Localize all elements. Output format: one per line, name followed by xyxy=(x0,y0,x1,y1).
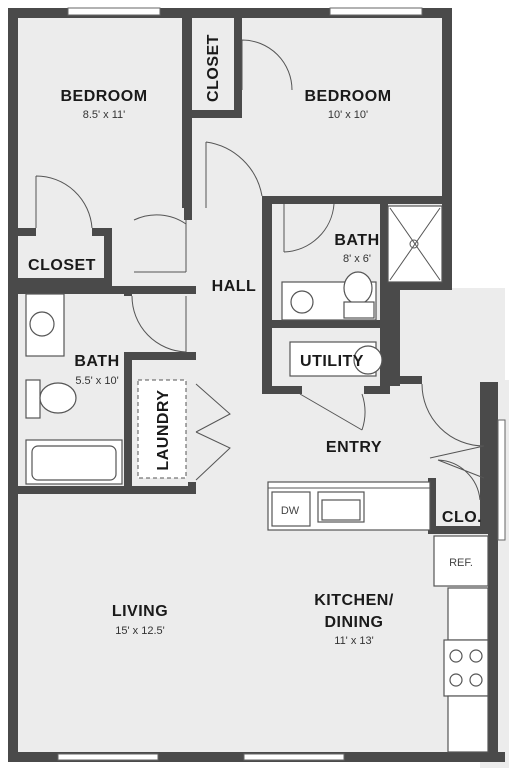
wall-bed1-bottom-left xyxy=(18,228,36,236)
wall-bath2-top xyxy=(18,286,196,294)
bedroom2-label: BEDROOM xyxy=(304,88,391,105)
wall-utility-right xyxy=(380,286,390,394)
wall-utility-bottom-right xyxy=(364,386,390,394)
kitchen-dims: 11' x 13' xyxy=(334,635,373,647)
wall-bath2-right-upper xyxy=(124,286,132,296)
wall-bath2-right xyxy=(124,352,132,492)
clo-label: CLO. xyxy=(442,509,482,526)
wall-bed2-bottom xyxy=(262,196,450,204)
laundry-label: LAUNDRY xyxy=(155,389,172,470)
bath1-label: BATH xyxy=(334,232,379,249)
window-bottom-1 xyxy=(57,753,159,761)
bedroom1-dims: 8.5' x 11' xyxy=(83,109,126,121)
bath1-toilet-bowl xyxy=(343,271,373,305)
bedroom2-dims: 10' x 10' xyxy=(328,109,368,121)
bath2-dims: 5.5' x 10' xyxy=(75,375,118,387)
wall-clo-top xyxy=(428,478,436,534)
wall-laundry-top xyxy=(124,352,196,360)
wall-entry-corner xyxy=(390,376,422,384)
door-bath2 xyxy=(131,295,187,353)
bedroom1-label: BEDROOM xyxy=(60,88,147,105)
wall-bath1-bottom-right xyxy=(388,282,452,290)
wall-closet-vertical-bottom xyxy=(182,110,242,118)
wall-right-entry xyxy=(480,382,490,532)
range xyxy=(443,639,489,697)
wall-bath1-shower-left xyxy=(380,196,388,286)
living-label: LIVING xyxy=(112,603,168,620)
window-bottom-2 xyxy=(243,753,345,761)
door-utility xyxy=(299,393,366,431)
shower-lines xyxy=(389,207,441,281)
window-top-1 xyxy=(67,7,161,16)
kitchen-side-counter xyxy=(447,587,489,641)
wall-top xyxy=(8,8,452,18)
bath2-sink xyxy=(29,311,55,337)
door-bedroom1 xyxy=(205,141,263,208)
door-closet-vertical xyxy=(241,39,293,91)
dishwasher xyxy=(271,491,311,527)
shower-drain xyxy=(409,239,419,249)
door-bed1-closet xyxy=(35,175,93,229)
utility-heater xyxy=(353,345,383,375)
burner-2 xyxy=(469,649,483,663)
living-dims: 15' x 12.5' xyxy=(115,625,164,637)
wall-right-upper xyxy=(442,8,452,290)
wall-entry-right xyxy=(390,286,400,386)
exterior-right xyxy=(452,0,509,288)
bath2-toilet-tank xyxy=(25,379,41,419)
wall-clo-bottom xyxy=(428,526,490,534)
burner-4 xyxy=(469,673,483,687)
door-hall-left xyxy=(133,214,187,273)
wall-utility-top xyxy=(262,320,388,328)
kitchen-sink-basin xyxy=(321,499,361,521)
utility-label: UTILITY xyxy=(300,353,364,370)
bath1-dims: 8' x 6' xyxy=(343,253,371,265)
window-right xyxy=(497,419,506,541)
window-top-2 xyxy=(329,7,423,16)
laundry-machines xyxy=(137,379,187,479)
closet-bed1-label: CLOSET xyxy=(28,257,96,274)
bathtub-inner xyxy=(31,445,117,481)
bath2-toilet-bowl xyxy=(39,382,77,414)
dishwasher-label: DW xyxy=(281,505,300,517)
kitchen-label-line1: KITCHEN/ xyxy=(314,592,394,609)
kitchen-lower-counter xyxy=(447,695,489,753)
wall-right-lower xyxy=(488,382,498,762)
door-clo xyxy=(437,459,485,501)
wall-bed1-bottom-right xyxy=(92,228,112,236)
wall-closet-bed1-right xyxy=(104,228,112,280)
wall-hall-right xyxy=(262,196,272,394)
door-laundry-bifold xyxy=(195,383,231,481)
burner-3 xyxy=(449,673,463,687)
wall-bath2-bottom xyxy=(18,486,196,494)
bath2-label: BATH xyxy=(74,353,119,370)
entry-label: ENTRY xyxy=(326,439,382,456)
kitchen-label-line2: DINING xyxy=(325,614,384,631)
refrigerator xyxy=(433,535,489,587)
burner-1 xyxy=(449,649,463,663)
closet-vertical-label: CLOSET xyxy=(205,34,222,102)
door-entry xyxy=(421,383,485,459)
hall-label: HALL xyxy=(212,278,257,295)
wall-hall-left-top xyxy=(184,208,192,220)
wall-closet-bed1-bottom xyxy=(18,278,112,286)
bath1-toilet-tank xyxy=(343,301,375,319)
wall-closet-vertical-right xyxy=(234,18,242,118)
door-bath1 xyxy=(283,203,335,253)
floor-area xyxy=(10,8,450,760)
wall-utility-left-bottom xyxy=(262,386,302,394)
wall-left xyxy=(8,8,18,760)
bath1-sink xyxy=(290,290,314,314)
refrigerator-label: REF. xyxy=(449,557,473,569)
